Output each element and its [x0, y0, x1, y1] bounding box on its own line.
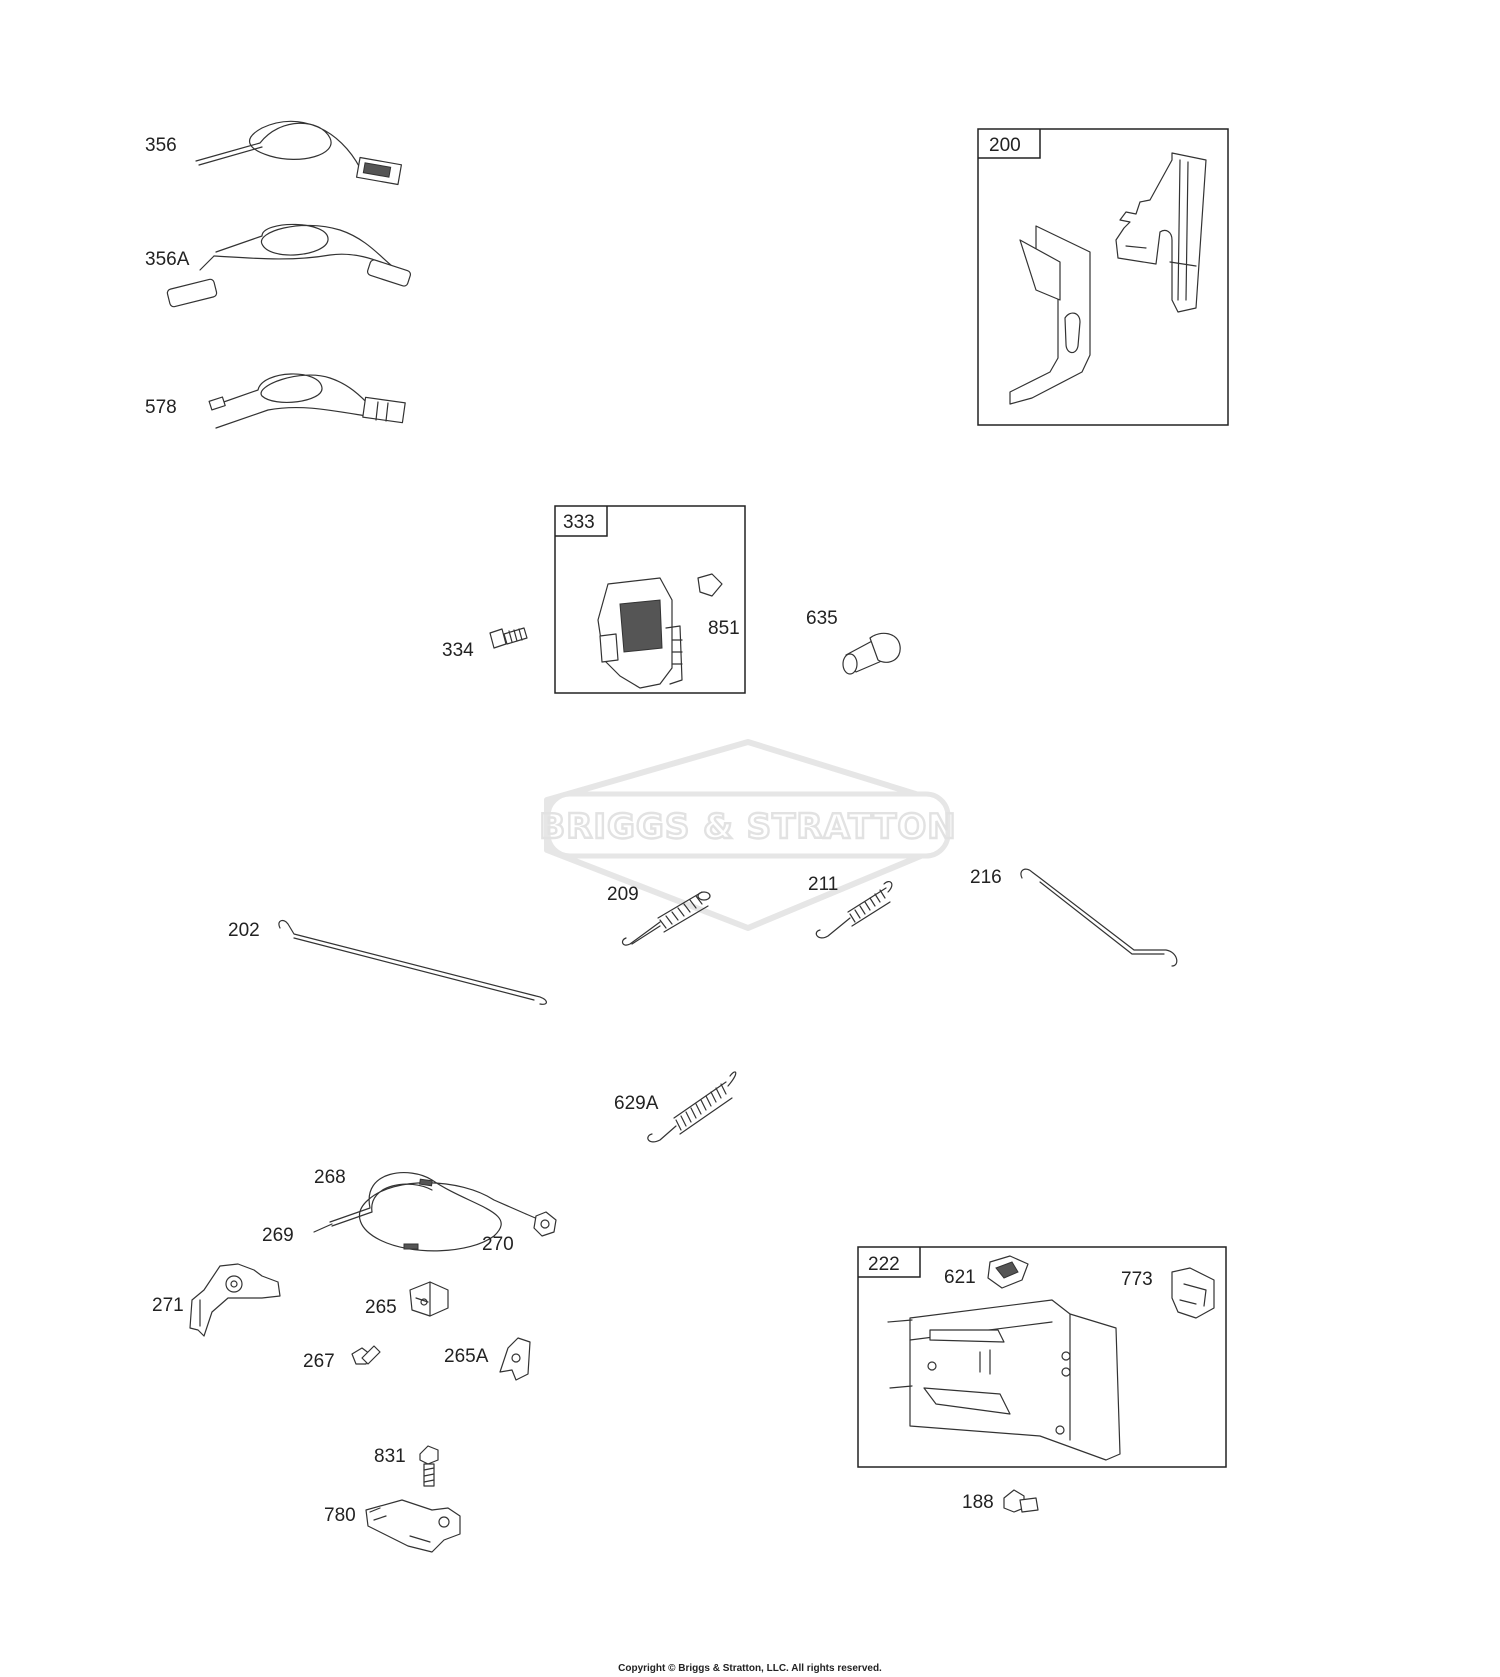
callout-222: 222: [868, 1254, 900, 1275]
watermark-text: BRIGGS & STRATTON: [539, 807, 956, 847]
part-265A-clip: [499, 1337, 531, 1381]
callout-635: 635: [806, 608, 838, 629]
callout-271: 271: [152, 1295, 184, 1316]
part-356-wire: [195, 120, 403, 186]
callout-269: 269: [262, 1225, 294, 1246]
callout-270: 270: [482, 1234, 514, 1255]
callout-578: 578: [145, 397, 177, 418]
part-334-screw: [489, 627, 528, 649]
callout-268: 268: [314, 1167, 346, 1188]
callout-831: 831: [374, 1446, 406, 1467]
part-211-spring: [815, 880, 893, 939]
part-635-spark-boot: [842, 632, 901, 675]
callout-267: 267: [303, 1351, 335, 1372]
callout-211: 211: [808, 874, 838, 895]
part-202-link-rod: [278, 919, 547, 1005]
callout-780: 780: [324, 1505, 356, 1526]
part-621-clip: [987, 1255, 1029, 1289]
part-200-bracket-kit: [977, 128, 1229, 426]
part-333-ignition-armature: [554, 505, 746, 694]
callout-200: 200: [989, 135, 1021, 156]
part-267-screw: [351, 1345, 381, 1365]
callout-356: 356: [145, 135, 177, 156]
callout-209: 209: [607, 884, 639, 905]
part-271-lever: [189, 1263, 281, 1337]
callout-334: 334: [442, 640, 474, 661]
callout-851: 851: [708, 618, 740, 639]
part-265-clip: [409, 1281, 449, 1317]
part-578-wire: [208, 373, 406, 429]
part-780-plate: [365, 1499, 461, 1553]
callout-202: 202: [228, 920, 260, 941]
callout-265A: 265A: [444, 1346, 489, 1367]
part-216-rod: [1020, 868, 1178, 967]
part-222-bracket-assembly: [857, 1246, 1227, 1468]
callout-773: 773: [1121, 1269, 1153, 1290]
callout-265: 265: [365, 1297, 397, 1318]
part-831-screw: [419, 1445, 439, 1487]
part-209-spring: [621, 891, 711, 946]
callout-621: 621: [944, 1267, 976, 1288]
copyright-notice: Copyright © Briggs & Stratton, LLC. All …: [618, 1663, 882, 1674]
part-356A-wire: [166, 223, 412, 308]
callout-629A: 629A: [614, 1093, 659, 1114]
part-268-control-cable: [313, 1172, 557, 1252]
callout-188: 188: [962, 1492, 994, 1513]
part-188-bolt: [1003, 1489, 1039, 1513]
brand-watermark-logo: BRIGGS & STRATTON: [538, 739, 957, 931]
callout-333: 333: [563, 512, 595, 533]
callout-216: 216: [970, 867, 1002, 888]
callout-356A: 356A: [145, 249, 190, 270]
part-773-clip: [1171, 1267, 1215, 1319]
part-629A-spring: [647, 1071, 737, 1143]
